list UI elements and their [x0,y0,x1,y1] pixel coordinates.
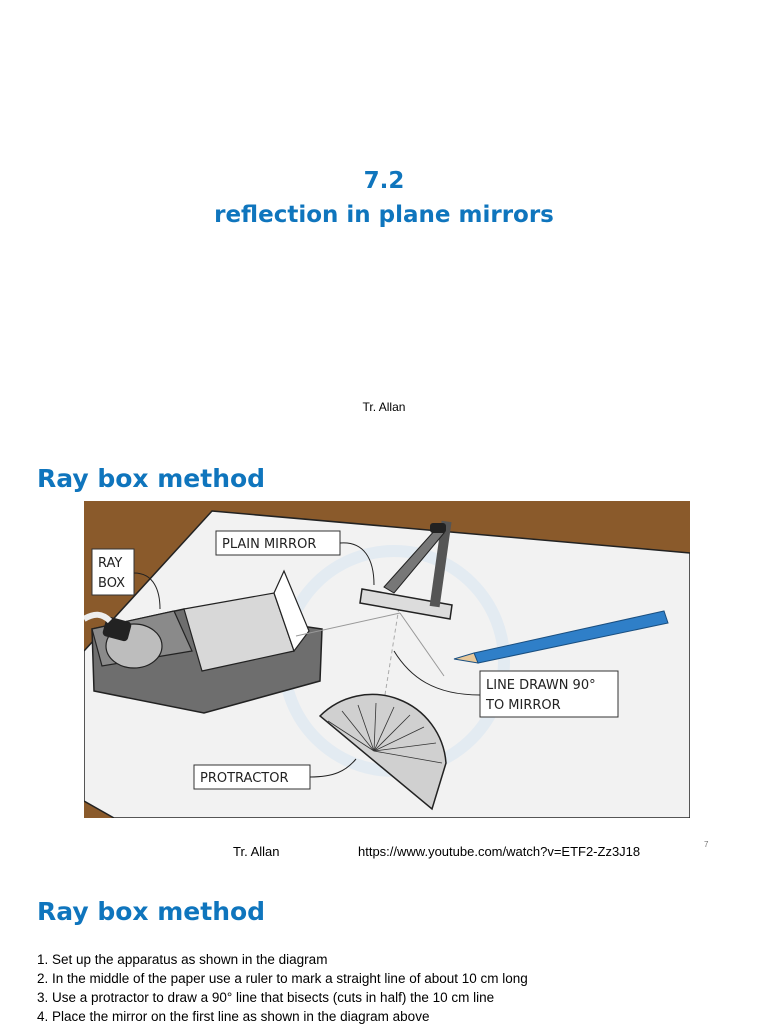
step-item: 4. Place the mirror on the first line as… [37,1009,430,1024]
procedure-steps: 1. Set up the apparatus as shown in the … [37,950,528,1024]
mirror-holder-knob [430,523,446,533]
reflected-ray [399,612,445,677]
mirror [359,588,453,620]
pencil-tip [453,652,479,664]
protractor-label: PROTRACTOR [200,771,289,786]
footer-author: Tr. Allan [233,844,280,859]
section-heading-ray-box-method: Ray box method [37,464,266,493]
protractor-pointer [309,758,357,778]
slide-title: reflection in plane mirrors [214,202,554,228]
step-item: 3. Use a protractor to draw a 90° line t… [37,990,495,1005]
section-heading-ray-box-method-steps: Ray box method [37,897,266,926]
ray-box-plug [102,616,132,642]
plain-mirror-pointer [339,542,375,586]
mirror-holder-arm [383,528,445,594]
line-drawn-label-line2: TO MIRROR [485,698,561,713]
slide-number-title: 7.2 [363,168,405,194]
page-number: 7 [704,840,709,849]
plain-mirror-label: PLAIN MIRROR [222,537,316,552]
ray-box-pointer [133,572,161,610]
plain-mirror-label-box [215,530,341,556]
protractor-label-box [193,764,311,790]
step-item: 1. Set up the apparatus as shown in the … [37,952,328,967]
ray-box-label-line1: RAY [98,556,122,571]
line-drawn-label-box [479,670,619,718]
paper-sheet [84,510,690,818]
line-drawn-label-line1: LINE DRAWN 90° [486,678,596,693]
incident-ray [295,612,401,637]
protractor-ticks [327,702,443,764]
ray-box-label-box [91,548,135,596]
normal-line [383,600,401,702]
line-drawn-pointer [393,650,481,696]
footer-video-link[interactable]: https://www.youtube.com/watch?v=ETF2-Zz3… [358,844,641,859]
mirror-clamp [429,520,452,608]
ray-box-label-line2: BOX [98,576,125,591]
ray-box-slit-plate [273,569,310,653]
step-item: 2. In the middle of the paper use a rule… [37,971,528,986]
power-cable [84,611,113,624]
slide-author: Tr. Allan [362,400,406,414]
ray-box-diagram: RAY BOX PLAIN MIRROR LINE DRAWN 90° TO M… [84,501,690,818]
